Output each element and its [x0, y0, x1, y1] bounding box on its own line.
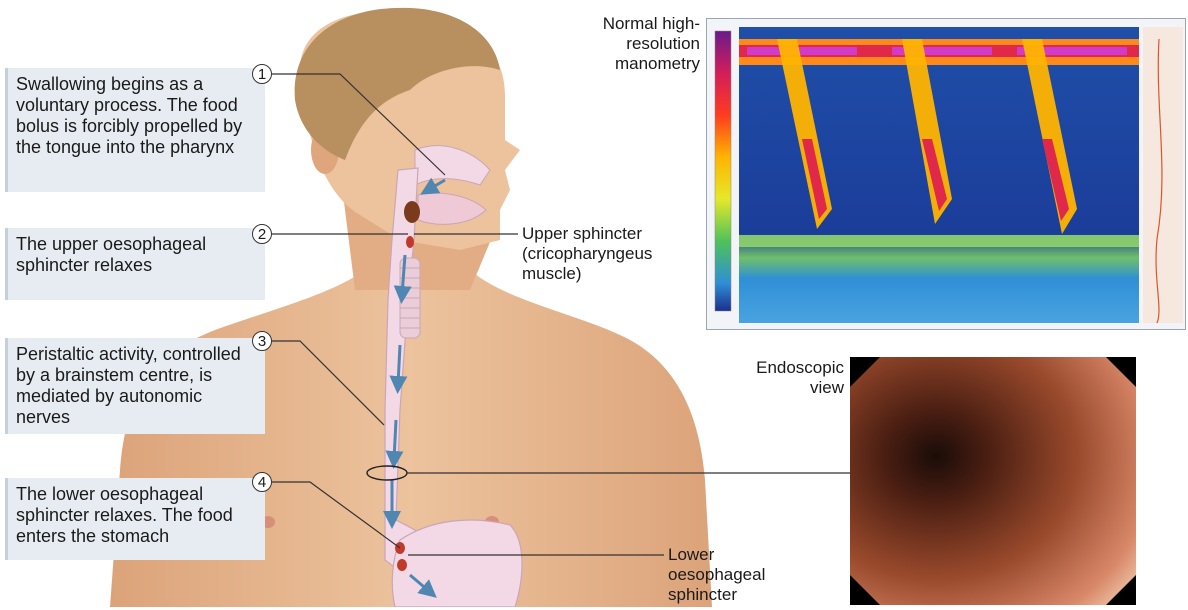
upper-sphincter-marker: [406, 236, 414, 248]
endoscopic-view-image: [850, 357, 1136, 605]
endoscopic-label: Endoscopic view: [722, 358, 844, 398]
step-2-number: 2: [252, 224, 272, 244]
step-1-number: 1: [252, 64, 272, 84]
step-2-callout: The upper oesophageal sphincter relaxes: [5, 228, 265, 300]
step-3-callout: Peristaltic activity, controlled by a br…: [5, 338, 265, 434]
stomach: [392, 520, 522, 607]
lower-sphincter-label: Lower oesophageal sphincter: [668, 545, 778, 605]
manometry-label: Normal high-resolution manometry: [560, 14, 700, 74]
step-4-number: 4: [252, 472, 272, 492]
flow-arrow-3: [398, 345, 400, 385]
step-1-callout: Swallowing begins as a voluntary process…: [5, 68, 265, 192]
step-4-callout: The lower oesophageal sphincter relaxes.…: [5, 478, 265, 560]
step-3-number: 3: [252, 331, 272, 351]
manometry-plot: [706, 18, 1186, 330]
lower-sphincter-marker-b: [397, 559, 407, 571]
food-bolus: [404, 201, 420, 223]
upper-sphincter-label: Upper sphincter (cricopharyngeus muscle): [522, 224, 702, 284]
flow-arrow-4: [394, 420, 396, 460]
